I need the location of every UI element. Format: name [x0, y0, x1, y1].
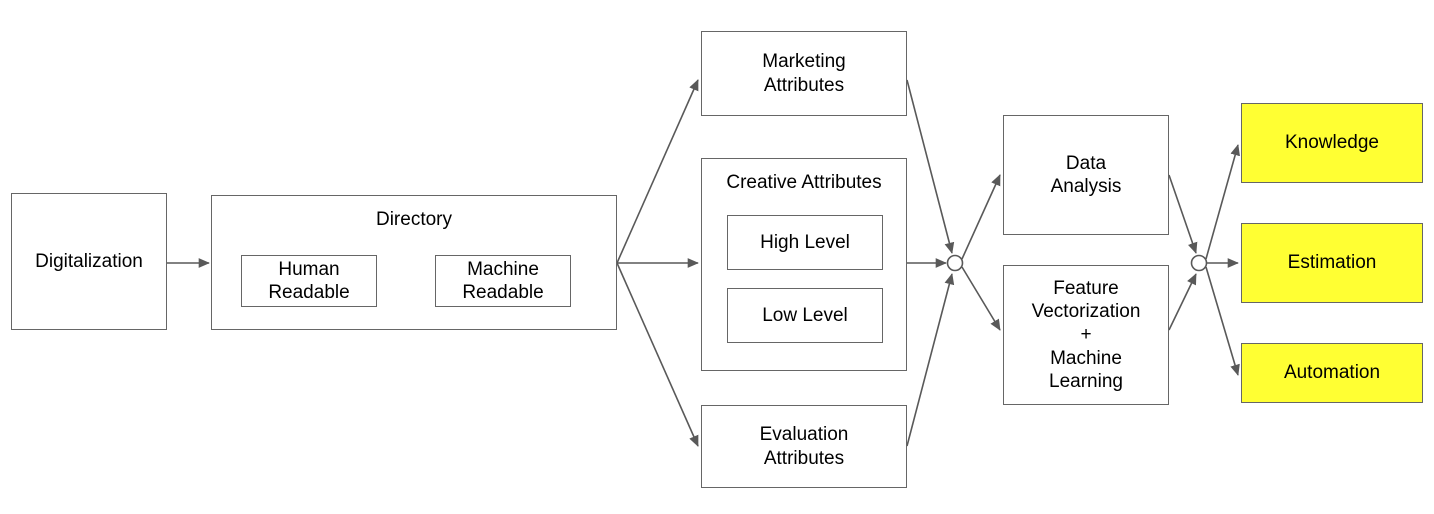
edge-directory-to-evaluation: [616, 262, 699, 447]
edge-directory-to-marketing: [616, 79, 699, 264]
node-marketing-attributes-label: Marketing Attributes: [762, 51, 846, 96]
node-digitalization-label: Digitalization: [35, 250, 143, 272]
edge-data-analysis-to-junction-right: [1168, 174, 1198, 254]
edge-junction-left-to-feature-vectorization: [961, 266, 1001, 331]
node-data-analysis[interactable]: Data Analysis: [1003, 115, 1169, 235]
node-high-level-label: High Level: [760, 231, 850, 253]
node-knowledge-label: Knowledge: [1284, 132, 1380, 154]
node-low-level-label: Low Level: [762, 304, 848, 326]
node-human-readable[interactable]: Human Readable: [241, 255, 377, 307]
node-directory-title: Directory: [375, 209, 452, 230]
junction-circle-right: [1190, 254, 1208, 272]
edge-junction-right-to-knowledge: [1205, 144, 1240, 260]
edge-evaluation-to-junction-left: [906, 273, 955, 447]
node-data-analysis-label: Data Analysis: [1050, 152, 1122, 197]
node-creative-attributes-title: Creative Attributes: [726, 172, 882, 193]
node-estimation[interactable]: Estimation: [1241, 223, 1423, 303]
node-automation-label: Automation: [1283, 362, 1381, 384]
node-marketing-attributes[interactable]: Marketing Attributes: [701, 31, 907, 116]
node-feature-vectorization-label: Feature Vectorization + Machine Learning: [1031, 278, 1141, 392]
node-human-readable-label: Human Readable: [268, 258, 350, 303]
junction-circle-left: [946, 254, 964, 272]
edge-feature-vectorization-to-junction-right: [1168, 273, 1197, 331]
node-high-level[interactable]: High Level: [727, 215, 883, 270]
edge-junction-left-to-data-analysis: [961, 174, 1001, 260]
node-low-level[interactable]: Low Level: [727, 288, 883, 343]
node-estimation-label: Estimation: [1287, 252, 1377, 274]
node-machine-readable[interactable]: Machine Readable: [435, 255, 571, 307]
node-machine-readable-label: Machine Readable: [462, 258, 544, 303]
node-knowledge[interactable]: Knowledge: [1241, 103, 1423, 183]
node-evaluation-attributes[interactable]: Evaluation Attributes: [701, 405, 907, 488]
node-automation[interactable]: Automation: [1241, 343, 1423, 403]
edge-junction-right-to-automation: [1205, 266, 1240, 376]
node-evaluation-attributes-label: Evaluation Attributes: [759, 424, 849, 469]
node-feature-vectorization[interactable]: Feature Vectorization + Machine Learning: [1003, 265, 1169, 405]
edge-marketing-to-junction-left: [906, 79, 955, 254]
node-digitalization[interactable]: Digitalization: [11, 193, 167, 330]
